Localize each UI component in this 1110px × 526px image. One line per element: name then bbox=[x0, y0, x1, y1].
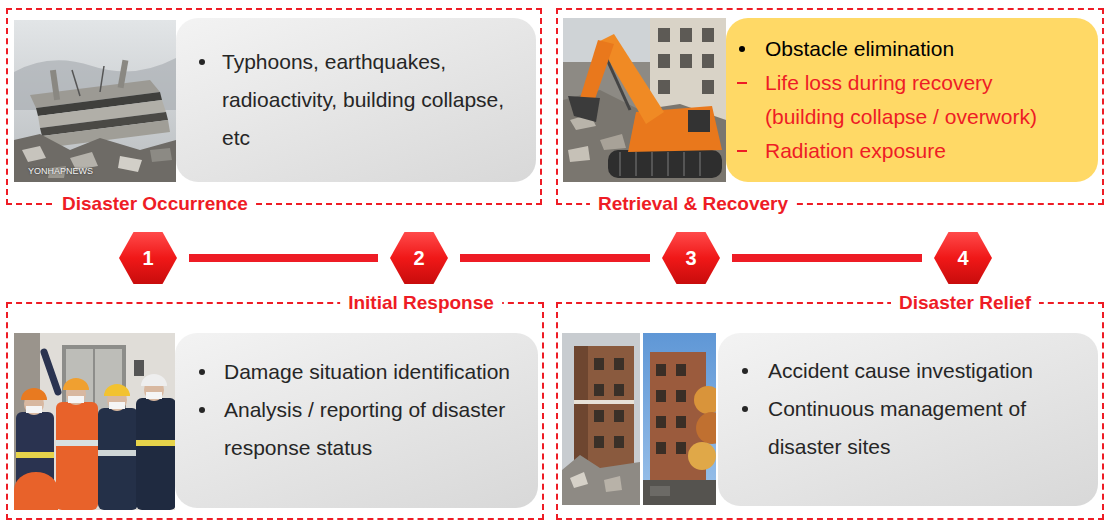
bullet-list: Damage situation identificationAnalysis … bbox=[175, 333, 538, 508]
bullet-row: Continuous management of disaster sites bbox=[718, 390, 1098, 466]
hexagon-label-holder: 1 bbox=[119, 232, 177, 284]
hexagon-fill bbox=[119, 232, 177, 284]
step-hexagon: 4 bbox=[934, 232, 992, 284]
panel-heading: Initial Response bbox=[340, 291, 502, 315]
bullet-text: Damage situation identification bbox=[224, 353, 534, 391]
step-number: 1 bbox=[142, 247, 153, 270]
step-number: 3 bbox=[685, 247, 696, 270]
hexagon-label-holder: 4 bbox=[934, 232, 992, 284]
hexagon-label-holder: 2 bbox=[390, 232, 448, 284]
step-hexagon: 1 bbox=[119, 232, 177, 284]
bullet-box: Accident cause investigationContinuous m… bbox=[718, 333, 1098, 506]
timeline-line bbox=[460, 254, 650, 262]
bullet-box: Typhoons, earthquakes, radioactivity, bu… bbox=[176, 18, 536, 182]
hexagon-label-holder: 3 bbox=[662, 232, 720, 284]
bullet-text: Radiation exposure bbox=[765, 134, 1055, 168]
building-photo bbox=[562, 333, 640, 505]
bullet-list: Typhoons, earthquakes, radioactivity, bu… bbox=[176, 18, 536, 182]
bullet-dot bbox=[199, 59, 205, 65]
bullet-text: Accident cause investigation bbox=[768, 352, 1058, 390]
step-number: 4 bbox=[957, 247, 968, 270]
bullet-text: Obstacle elimination bbox=[765, 32, 1055, 66]
bullet-row: Typhoons, earthquakes, radioactivity, bu… bbox=[176, 43, 536, 157]
bullet-row: Life loss during recovery (building coll… bbox=[726, 66, 1098, 134]
dashed-panel: Disaster ReliefAccident cause investigat… bbox=[556, 302, 1104, 520]
excavator-photo bbox=[563, 18, 726, 182]
dashed-panel: Retrieval & RecoveryObstacle elimination… bbox=[556, 8, 1104, 205]
bullet-dot bbox=[742, 406, 748, 412]
hexagon-fill bbox=[662, 232, 720, 284]
bullet-row: Analysis / reporting of disaster respons… bbox=[175, 391, 538, 467]
watermark: YONHAPNEWS bbox=[28, 166, 93, 176]
bullet-text: Typhoons, earthquakes, radioactivity, bu… bbox=[222, 43, 522, 157]
responders-photo bbox=[14, 333, 175, 510]
bullet-row: Obstacle elimination bbox=[726, 32, 1098, 66]
panel-heading: Retrieval & Recovery bbox=[590, 192, 796, 216]
bullet-box: Damage situation identificationAnalysis … bbox=[175, 333, 538, 508]
hexagon-fill bbox=[390, 232, 448, 284]
step-hexagon: 3 bbox=[662, 232, 720, 284]
bullet-dot bbox=[199, 407, 205, 413]
timeline-line bbox=[189, 254, 378, 262]
panel-heading: Disaster Relief bbox=[891, 291, 1039, 315]
timeline-line bbox=[732, 254, 922, 262]
bullet-row: Accident cause investigation bbox=[718, 352, 1098, 390]
panel-heading: Disaster Occurrence bbox=[54, 192, 256, 216]
dashed-panel: Initial ResponseDamage situation identif… bbox=[6, 302, 544, 520]
bullet-dash bbox=[737, 82, 747, 84]
bullet-list: Accident cause investigationContinuous m… bbox=[718, 333, 1098, 506]
bullet-text: Analysis / reporting of disaster respons… bbox=[224, 391, 534, 467]
bullet-list: Obstacle eliminationLife loss during rec… bbox=[726, 18, 1098, 182]
building-photo bbox=[643, 333, 716, 505]
bullet-text: Continuous management of disaster sites bbox=[768, 390, 1058, 466]
bullet-row: Radiation exposure bbox=[726, 134, 1098, 168]
collapse-photo bbox=[14, 20, 176, 182]
step-hexagon: 2 bbox=[390, 232, 448, 284]
bullet-dot bbox=[199, 369, 205, 375]
step-number: 2 bbox=[413, 247, 424, 270]
bullet-row: Damage situation identification bbox=[175, 353, 538, 391]
bullet-dot bbox=[739, 46, 745, 52]
bullet-text: Life loss during recovery (building coll… bbox=[765, 66, 1055, 134]
highlight-box: Obstacle eliminationLife loss during rec… bbox=[726, 18, 1098, 182]
bullet-dash bbox=[737, 150, 747, 152]
hexagon-fill bbox=[934, 232, 992, 284]
bullet-dot bbox=[742, 368, 748, 374]
